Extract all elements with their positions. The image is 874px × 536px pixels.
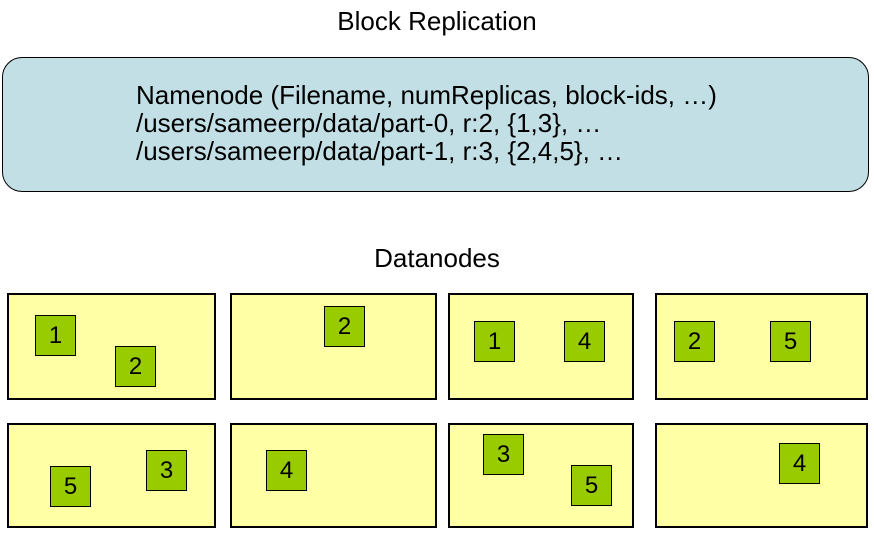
block-5: 5 — [571, 465, 612, 506]
block-1: 1 — [35, 315, 76, 356]
namenode-file-entry-part0: /users/sameerp/data/part-0, r:2, {1,3}, … — [136, 108, 602, 138]
namenode-text: Namenode (Filename, numReplicas, block-i… — [136, 81, 717, 165]
datanodes-heading: Datanodes — [374, 243, 500, 273]
block-2: 2 — [324, 306, 365, 347]
block-4: 4 — [564, 321, 605, 362]
datanode-6: 4 — [230, 423, 437, 528]
block-4: 4 — [266, 450, 307, 491]
block-2: 2 — [115, 346, 156, 387]
datanode-8: 4 — [655, 423, 868, 528]
namenode-header-line: Namenode (Filename, numReplicas, block-i… — [136, 80, 717, 110]
block-2: 2 — [674, 321, 715, 362]
block-3: 3 — [483, 434, 524, 475]
block-5: 5 — [50, 466, 91, 507]
namenode-box: Namenode (Filename, numReplicas, block-i… — [2, 57, 869, 192]
page-title: Block Replication — [337, 6, 537, 36]
datanode-2: 2 — [230, 293, 437, 400]
block-4: 4 — [779, 443, 820, 484]
block-3: 3 — [146, 450, 187, 491]
block-5: 5 — [770, 321, 811, 362]
namenode-file-entry-part1: /users/sameerp/data/part-1, r:3, {2,4,5}… — [136, 136, 624, 166]
block-1: 1 — [474, 321, 515, 362]
